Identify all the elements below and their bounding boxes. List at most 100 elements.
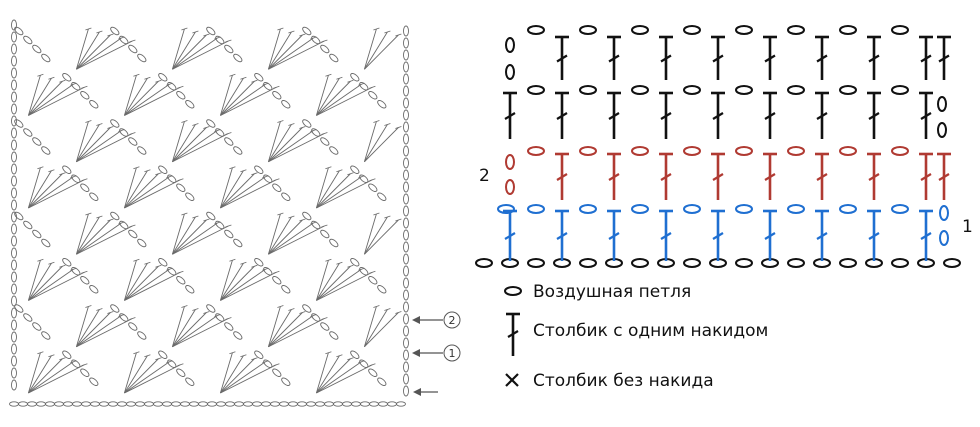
chain-stitch-icon xyxy=(631,146,649,156)
chain-stitch-icon xyxy=(735,85,753,95)
double-crochet-icon xyxy=(763,91,777,139)
chain-stitch-icon xyxy=(505,179,515,195)
chain-stitch-icon xyxy=(657,258,675,268)
chain-stitch-icon xyxy=(579,146,597,156)
row-label-1: 1 xyxy=(962,217,973,237)
chain-stitch-icon xyxy=(939,230,949,246)
chain-stitch-icon xyxy=(605,258,623,268)
chain-stitch-icon xyxy=(787,85,805,95)
legend-item-single-crochet: Столбик без накида xyxy=(505,371,714,391)
arrowhead-icon xyxy=(412,349,420,357)
chain-stitch-icon xyxy=(787,258,805,268)
chain-stitch-icon xyxy=(787,204,805,214)
row-marker-2: 2 xyxy=(412,311,461,329)
double-crochet-icon xyxy=(659,209,673,261)
chain-stitch-icon xyxy=(683,146,701,156)
double-crochet-icon xyxy=(867,91,881,139)
double-crochet-icon xyxy=(919,35,933,80)
pattern-overview-chart: 2 1 xyxy=(9,19,461,407)
double-crochet-icon xyxy=(919,152,933,200)
chain-stitch-icon xyxy=(527,85,545,95)
legend-item-double-crochet: Столбик с одним накидом xyxy=(506,312,768,356)
double-crochet-icon xyxy=(763,152,777,200)
chain-stitch-icon xyxy=(527,25,545,35)
chain-stitch-icon xyxy=(475,258,493,268)
chain-stitch-icon xyxy=(937,96,947,112)
double-crochet-icon xyxy=(937,152,951,200)
row-marker-number: 2 xyxy=(449,314,456,327)
chain-stitch-icon xyxy=(504,286,522,296)
chain-stitch-icon xyxy=(579,258,597,268)
chain-stitch-icon xyxy=(497,204,515,214)
double-crochet-icon xyxy=(607,152,621,200)
double-crochet-icon xyxy=(555,152,569,200)
chain-stitch-icon xyxy=(527,204,545,214)
double-crochet-icon xyxy=(763,209,777,261)
chain-stitch-icon xyxy=(813,258,831,268)
arrowhead-icon xyxy=(412,316,420,324)
double-crochet-icon xyxy=(711,35,725,80)
chain-stitch-icon xyxy=(735,146,753,156)
arrowhead-icon xyxy=(413,388,421,396)
chain-stitch-icon xyxy=(839,25,857,35)
row-marker-number: 1 xyxy=(449,347,456,360)
chain-stitch-icon xyxy=(631,85,649,95)
double-crochet-icon xyxy=(711,91,725,139)
legend-label: Воздушная петля xyxy=(533,282,691,302)
chain-stitch-icon xyxy=(891,258,909,268)
double-crochet-icon xyxy=(919,209,933,261)
chain-stitch-icon xyxy=(527,146,545,156)
symbol-grid xyxy=(475,25,961,268)
legend-label: Столбик с одним накидом xyxy=(533,321,768,341)
double-crochet-icon xyxy=(763,35,777,80)
double-crochet-icon xyxy=(555,209,569,261)
single-crochet-icon xyxy=(505,373,519,387)
double-crochet-icon xyxy=(659,91,673,139)
double-crochet-icon xyxy=(659,152,673,200)
chain-stitch-icon xyxy=(891,85,909,95)
double-crochet-icon-slash xyxy=(507,330,519,338)
chain-stitch-icon xyxy=(839,204,857,214)
double-crochet-icon xyxy=(867,209,881,261)
double-crochet-icon xyxy=(503,209,517,261)
pattern-stitches xyxy=(9,19,409,407)
chain-stitch-icon xyxy=(761,258,779,268)
chain-stitch-icon xyxy=(839,85,857,95)
foundation-arrow xyxy=(413,388,438,396)
legend-item-chain: Воздушная петля xyxy=(504,282,691,302)
double-crochet-icon xyxy=(711,209,725,261)
double-crochet-icon xyxy=(815,91,829,139)
chain-stitch-icon xyxy=(917,258,935,268)
chain-stitch-icon xyxy=(891,204,909,214)
row-label-2: 2 xyxy=(479,166,490,186)
chain-stitch-icon xyxy=(735,204,753,214)
chain-stitch-icon xyxy=(937,122,947,138)
double-crochet-icon xyxy=(815,209,829,261)
double-crochet-icon xyxy=(607,209,621,261)
row-marker-circle xyxy=(443,344,461,362)
chain-stitch-icon xyxy=(553,258,571,268)
chain-stitch-icon xyxy=(891,146,909,156)
legend: Воздушная петля Столбик с одним накидом … xyxy=(504,282,768,391)
double-crochet-icon xyxy=(555,91,569,139)
chain-stitch-icon xyxy=(735,258,753,268)
chain-stitch-icon xyxy=(943,258,961,268)
chain-stitch-icon xyxy=(891,25,909,35)
row-marker-circle xyxy=(443,311,461,329)
double-crochet-icon xyxy=(607,35,621,80)
double-crochet-icon xyxy=(867,35,881,80)
double-crochet-icon xyxy=(815,152,829,200)
chain-stitch-icon xyxy=(527,258,545,268)
chain-stitch-icon xyxy=(631,258,649,268)
double-crochet-icon xyxy=(503,91,517,139)
double-crochet-icon xyxy=(919,91,933,139)
chain-stitch-icon xyxy=(839,146,857,156)
chain-stitch-icon xyxy=(865,258,883,268)
chain-stitch-icon xyxy=(735,25,753,35)
chain-stitch-icon xyxy=(787,146,805,156)
chain-stitch-icon xyxy=(505,154,515,170)
chain-stitch-icon xyxy=(683,85,701,95)
double-crochet-icon xyxy=(867,152,881,200)
double-crochet-icon xyxy=(659,35,673,80)
chain-stitch-icon xyxy=(787,25,805,35)
